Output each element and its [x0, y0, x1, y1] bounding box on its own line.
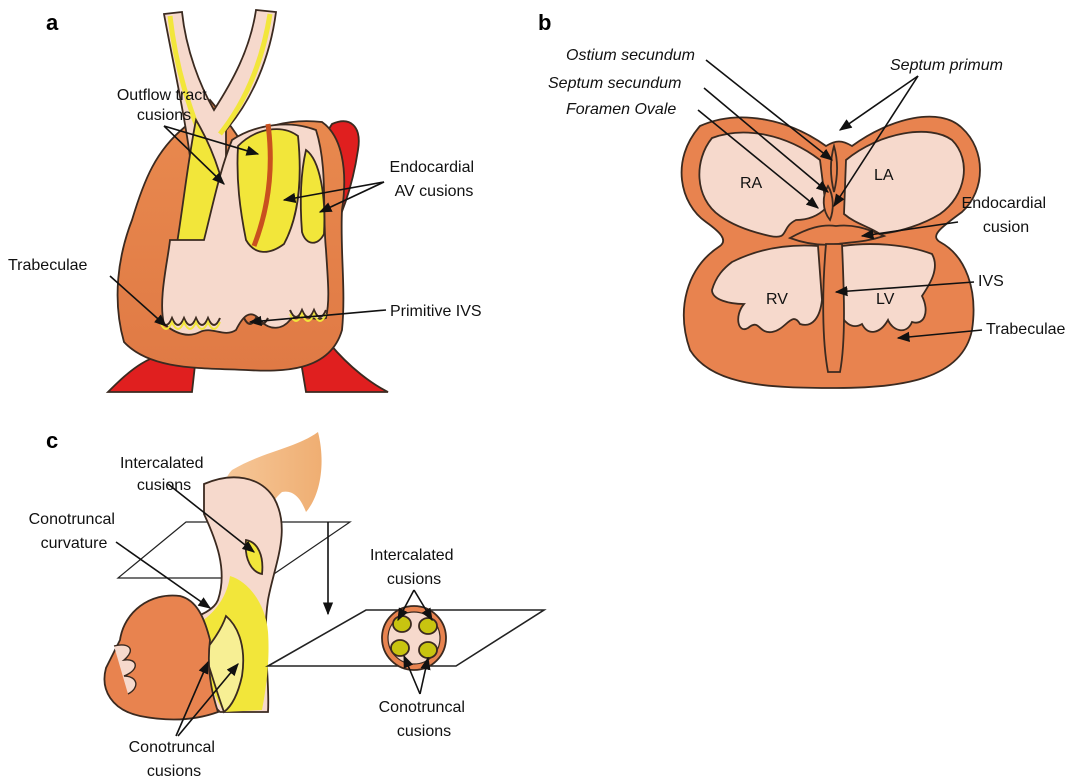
ivs	[823, 244, 844, 372]
panel-a-letter: a	[46, 10, 59, 35]
septum-primum	[831, 146, 837, 192]
panel-b: b RA LA RV LV Ostium secundum Septum sec…	[538, 10, 1066, 388]
label-conotruncal-right: Conotruncal cusions	[379, 699, 470, 740]
label-septum-primum: Septum primum	[890, 57, 1003, 74]
label-ivs: IVS	[978, 273, 1004, 290]
label-conotruncal-bottom: Conotruncal cusions	[129, 739, 220, 780]
label-trabeculae-a: Trabeculae	[8, 257, 88, 274]
label-conotruncal-curvature: Conotruncal curvature	[29, 511, 120, 552]
label-foramen-ovale: Foramen Ovale	[566, 101, 676, 118]
cross-cushion-2	[419, 618, 437, 634]
label-lv: LV	[876, 291, 895, 308]
label-primitive-ivs: Primitive IVS	[390, 303, 482, 320]
label-ostium-secundum: Ostium secundum	[566, 47, 695, 64]
label-endocardial-av-cusions: Endocardial AV cusions	[390, 159, 479, 200]
cross-cushion-3	[391, 640, 409, 656]
cross-cushion-1	[393, 616, 411, 632]
label-intercalated-right: Intercalated cusions	[370, 547, 458, 588]
cross-cushion-4	[419, 642, 437, 658]
label-intercalated-left: Intercalated cusions	[120, 455, 208, 494]
label-rv: RV	[766, 291, 788, 308]
label-trabeculae-b: Trabeculae	[986, 321, 1066, 338]
panel-c: c Intercalated cusions	[29, 428, 544, 780]
label-ra: RA	[740, 175, 763, 192]
label-endocardial-cusion: Endocardial cusion	[962, 195, 1051, 236]
panel-c-letter: c	[46, 428, 58, 453]
label-la: LA	[874, 167, 894, 184]
panel-b-letter: b	[538, 10, 551, 35]
panel-a: a Outflow tract cusions End	[8, 10, 482, 392]
label-septum-secundum: Septum secundum	[548, 75, 681, 92]
